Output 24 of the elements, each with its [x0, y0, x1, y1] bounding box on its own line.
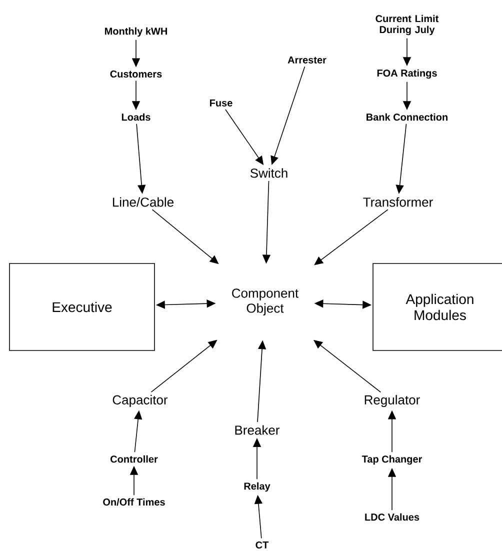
component-label: Line/Cable — [112, 197, 174, 207]
label-text: Controller — [110, 455, 158, 463]
component-label: Capacitor — [112, 394, 168, 408]
label-text: Fuse — [210, 100, 232, 106]
label-text: CT — [256, 541, 269, 549]
label-text: Bank Connection — [366, 113, 448, 121]
label-text: Customers — [110, 70, 162, 78]
label-text: Loads — [122, 113, 150, 121]
component-label: Regulator — [364, 394, 420, 408]
component-label: Switch — [250, 168, 288, 178]
modules-box: Application Modules — [372, 263, 502, 351]
label-text: On/Off Times — [103, 498, 165, 506]
label-text: Current Limit During July — [376, 14, 439, 36]
label-text: LDC Values — [365, 513, 420, 521]
component-label: Transformer — [363, 197, 433, 207]
component-label: Breaker — [235, 425, 280, 435]
label-text: Arrester — [288, 56, 326, 64]
arrow — [314, 209, 388, 266]
component-object-label: Component Object — [232, 288, 298, 316]
label-text: FOA Ratings — [377, 69, 437, 79]
label-text: Relay — [244, 482, 270, 492]
label-text: Monthly kWH — [105, 27, 167, 37]
label-text: Tap Changer — [362, 455, 422, 465]
executive-box: Executive — [9, 263, 155, 351]
